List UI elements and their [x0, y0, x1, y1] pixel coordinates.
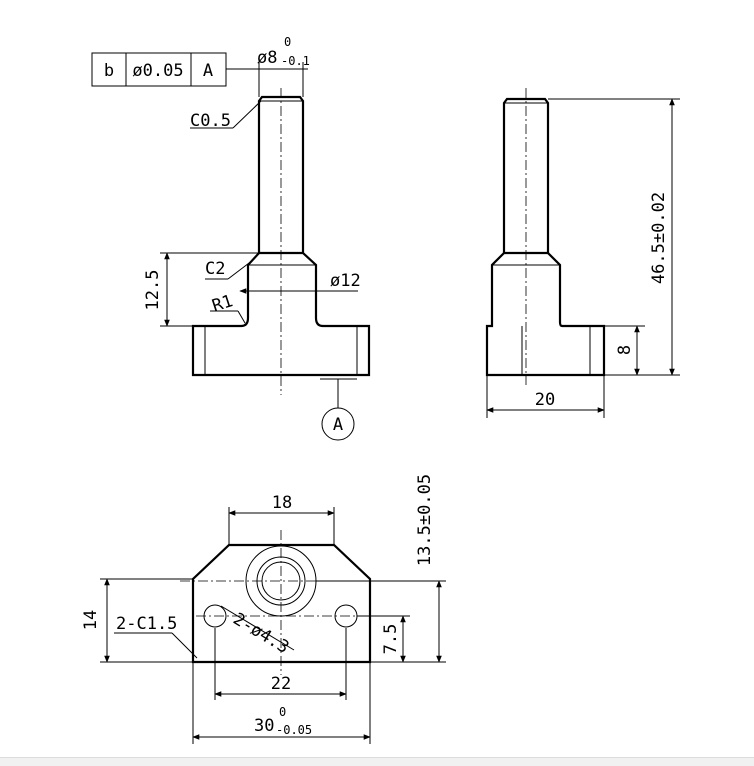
width-label: 20 — [535, 390, 555, 410]
datum-a-label: A — [333, 415, 343, 435]
shaft-tol-lower: -0.1 — [281, 54, 310, 68]
step-chamfer-label: C2 — [205, 259, 225, 279]
fcf-datum: A — [203, 61, 213, 81]
flange-thickness-label: 8 — [615, 345, 635, 355]
top-width-label: 18 — [272, 493, 292, 513]
shaft-diameter-label: ø8 — [257, 48, 277, 68]
fcf-symbol: b — [104, 61, 114, 81]
hole-offset-label: 7.5 — [381, 624, 401, 655]
bottom-strip — [0, 757, 754, 766]
front-view: ø8 0 -0.1 C0.5 C2 ø12 R1 12.5 — [143, 35, 371, 441]
overall-width-tol-lower: -0.05 — [276, 723, 312, 737]
overall-width-tol-upper: 0 — [279, 705, 286, 719]
feature-control-frame: b ø0.05 A — [91, 52, 255, 87]
overall-height-label: 46.5±0.02 — [649, 192, 669, 284]
side-view: 46.5±0.02 8 20 — [485, 88, 680, 418]
hole-callout-label: 2-ø4.3 — [229, 609, 292, 658]
height-label: 14 — [81, 610, 101, 630]
corner-chamfer-label: 2-C1.5 — [116, 614, 177, 634]
height-total-label: 13.5±0.05 — [415, 474, 435, 566]
bottom-view: 18 13.5±0.05 14 2-C1.5 2-ø4.3 7.5 22 30 … — [81, 474, 446, 744]
height-to-flange-label: 12.5 — [143, 270, 163, 311]
hole-spacing-label: 22 — [271, 674, 291, 694]
fillet-label: R1 — [210, 291, 236, 316]
collar-diameter-label: ø12 — [330, 271, 361, 291]
top-chamfer-label: C0.5 — [190, 111, 231, 131]
shaft-tol-upper: 0 — [284, 35, 291, 49]
overall-width-label: 30 — [254, 716, 274, 736]
fcf-tolerance: ø0.05 — [132, 61, 183, 81]
